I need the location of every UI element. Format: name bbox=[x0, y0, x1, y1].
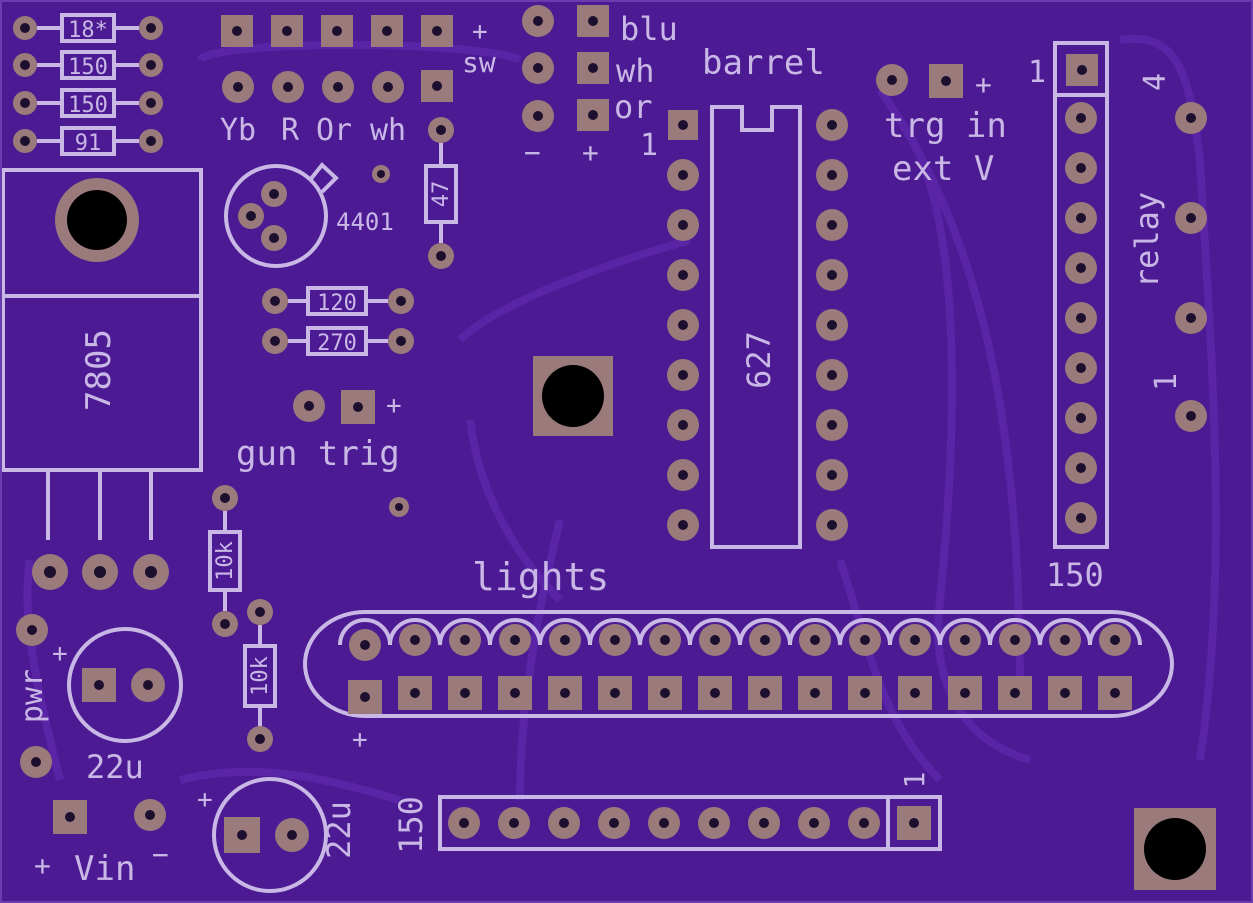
relay-4-label: 4 bbox=[1138, 73, 1173, 91]
bottom-header: 150 1 bbox=[392, 772, 942, 854]
mounting-hole-center bbox=[533, 356, 613, 436]
cap-22u-b-label: 22u bbox=[320, 801, 358, 859]
lights-plus-label: + bbox=[352, 725, 368, 755]
relay-header: 1 150 bbox=[1028, 41, 1109, 594]
resistor-r18: 18* bbox=[13, 13, 163, 43]
resistor-r150b: 150 bbox=[13, 88, 163, 118]
pwr-label: pwr bbox=[15, 669, 50, 723]
r150a-label: 150 bbox=[68, 55, 108, 80]
relay-label: relay bbox=[1128, 192, 1166, 288]
resistor-r10k-b: 10k bbox=[243, 599, 277, 752]
r91-label: 91 bbox=[75, 131, 102, 156]
vin-plus-label: + bbox=[34, 849, 51, 882]
cap2-plus-label: + bbox=[197, 785, 213, 815]
trg-in-label: trg in bbox=[884, 106, 1007, 146]
r150b-label: 150 bbox=[68, 93, 108, 118]
r120-label: 120 bbox=[317, 291, 357, 316]
gun-trig-connector: + gun trig bbox=[236, 390, 409, 517]
relay-pin1-label: 1 bbox=[1028, 55, 1046, 90]
capacitor-pwr: pwr + 22u bbox=[15, 614, 183, 786]
barrel-minus-label: − bbox=[524, 136, 541, 169]
r47-label: 47 bbox=[429, 181, 454, 208]
mounting-hole-bottom-right bbox=[1134, 808, 1216, 890]
wh-label: wh bbox=[616, 52, 655, 90]
trigger-in-connector: + trg in ext V bbox=[876, 64, 1007, 189]
vin-minus-label: − bbox=[152, 838, 169, 871]
r270-label: 270 bbox=[317, 331, 357, 356]
switch-connector: + sw bbox=[221, 15, 496, 79]
regulator-7805: 7805 bbox=[1, 168, 203, 590]
r-label: R bbox=[281, 113, 300, 148]
sw-plus-label: + bbox=[472, 17, 488, 47]
copper-traces bbox=[23, 34, 1220, 804]
lights-connector: lights bbox=[303, 555, 1174, 755]
resistor-column: 18* 150 150 91 bbox=[13, 13, 163, 156]
or-label: or bbox=[614, 88, 653, 126]
vin-connector: + Vin − bbox=[34, 799, 169, 889]
lights-150-label: 150 bbox=[1046, 556, 1104, 594]
resistor-r150a: 150 bbox=[13, 50, 163, 80]
lights-label: lights bbox=[472, 555, 609, 599]
cap-22u-a-label: 22u bbox=[86, 748, 144, 786]
resistor-r10k-a: 10k bbox=[208, 485, 242, 637]
gt-plus-label: + bbox=[386, 391, 402, 421]
gun-trig-label: gun trig bbox=[236, 434, 400, 474]
resistor-r120: 120 bbox=[262, 286, 414, 316]
reg-7805-label: 7805 bbox=[79, 329, 119, 411]
yb-label: Yb bbox=[220, 113, 256, 148]
ic-627: 627 bbox=[667, 105, 848, 549]
barrel-connector: blu wh or − + barrel 1 bbox=[522, 5, 825, 169]
barrel-plus-label: + bbox=[582, 136, 599, 169]
or-wire-label: Or bbox=[316, 113, 352, 148]
relay-1b-label: 1 bbox=[1149, 373, 1184, 391]
bottom-150-label: 150 bbox=[392, 796, 430, 854]
transistor-4401: 4401 bbox=[224, 162, 394, 268]
wh-wire-label: wh bbox=[370, 113, 406, 148]
barrel-label: barrel bbox=[702, 43, 825, 83]
sw-label: sw bbox=[462, 46, 496, 79]
pwr-plus-label: + bbox=[52, 639, 68, 669]
tr-4401-label: 4401 bbox=[336, 208, 394, 236]
r10k-b-label: 10k bbox=[248, 656, 273, 696]
resistor-r91: 91 bbox=[13, 126, 163, 156]
ext-v-label: ext V bbox=[892, 149, 994, 189]
trg-plus-label: + bbox=[975, 68, 992, 101]
vin-label: Vin bbox=[74, 849, 135, 889]
bottom-1-label: 1 bbox=[898, 772, 931, 789]
r18-label: 18* bbox=[68, 18, 108, 43]
resistor-r47: 47 bbox=[424, 117, 458, 269]
ic-627-label: 627 bbox=[740, 331, 778, 389]
ic-pin1-label: 1 bbox=[640, 128, 658, 163]
relay-pads: 4 relay 1 bbox=[1128, 73, 1207, 432]
resistor-r270: 270 bbox=[262, 326, 414, 356]
blu-label: blu bbox=[620, 10, 678, 48]
r10k-a-label: 10k bbox=[213, 541, 238, 581]
wire-connector: Yb R Or wh bbox=[220, 70, 453, 148]
capacitor-22u-b: + 22u bbox=[197, 777, 358, 893]
